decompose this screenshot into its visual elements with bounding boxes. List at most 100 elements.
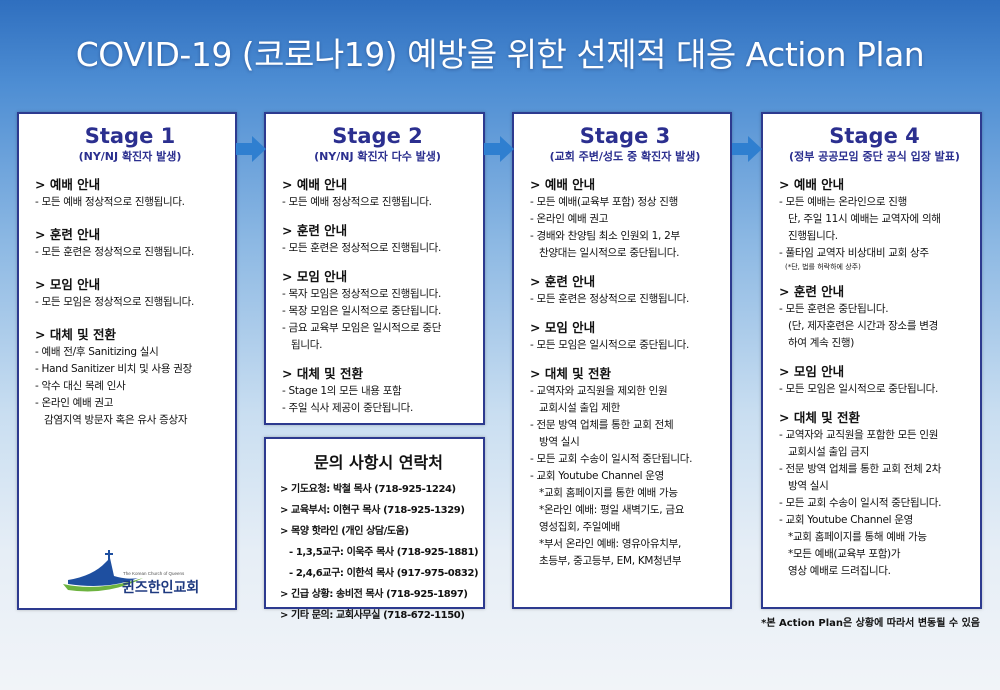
section-heading: > 모임 안내 xyxy=(35,277,101,292)
stage-section: > 훈련 안내 - 모든 훈련은 정상적으로 진행됩니다. xyxy=(530,273,720,308)
contact-line: > 교육부서: 이현구 목사 (718-925-1329) xyxy=(280,505,465,516)
stage-1-card: Stage 1 (NY/NJ 확진자 발생) > 예배 안내 - 모든 예배 정상적으… xyxy=(17,112,237,610)
stage-subtitle: (정부 공공모임 중단 공식 입장 발표) xyxy=(789,150,960,163)
stage-subtitle: (NY/NJ 확진자 다수 발생) xyxy=(314,150,441,163)
stage-section: > 예배 안내 - 모든 예배 정상적으로 진행됩니다. xyxy=(35,176,225,211)
section-line: *교회 홈페이지를 통해 예배 가능 xyxy=(788,531,927,543)
stage-2-card: Stage 2 (NY/NJ 확진자 다수 발생) > 예배 안내 - 모든 예배 정… xyxy=(264,112,485,425)
stage-title: Stage 1 xyxy=(84,124,176,148)
section-line: - 예배 전/후 Sanitizing 실시 xyxy=(35,346,159,358)
section-heading: > 예배 안내 xyxy=(779,177,845,192)
page-title: COVID-19 (코로나19) 예방을 위한 선제적 대응 Action Pl… xyxy=(75,35,925,74)
contact-line: - 1,3,5교구: 이욱주 목사 (718-925-1881) xyxy=(289,547,479,558)
church-logo-icon: The Korean Church of Queens 퀸즈한인교회 xyxy=(63,550,199,596)
section-heading: > 모임 안내 xyxy=(530,320,596,335)
section-line: 찬양대는 일시적으로 중단됩니다. xyxy=(539,247,680,259)
section-line: - 모든 예배 정상적으로 진행됩니다. xyxy=(35,196,185,208)
section-line: - 교역자와 교직원을 제외한 인원 xyxy=(530,385,668,397)
section-line: (단, 제자훈련은 시간과 장소를 변경 xyxy=(788,320,939,332)
section-heading: > 대체 및 전환 xyxy=(779,410,861,425)
section-line: - 모든 훈련은 정상적으로 진행됩니다. xyxy=(530,293,690,305)
section-heading: > 예배 안내 xyxy=(530,177,596,192)
section-line: - 온라인 예배 권고 xyxy=(35,397,114,409)
stage-section: > 모임 안내 - 모든 모임은 일시적으로 중단됩니다. xyxy=(779,363,970,398)
section-heading: > 훈련 안내 xyxy=(282,223,348,238)
stage-section: > 모임 안내 - 목자 모임은 정상적으로 진행됩니다. - 목장 모임은 일시적… xyxy=(282,268,473,354)
section-line: - 금요 교육부 모임은 일시적으로 중단 xyxy=(282,322,442,334)
section-line: 영상 예배로 드려집니다. xyxy=(788,565,891,577)
section-line: - 교역자와 교직원을 포함한 모든 인원 xyxy=(779,429,939,441)
arrow-right-icon xyxy=(484,136,514,162)
section-line: - 교회 Youtube Channel 운영 xyxy=(779,514,913,526)
svg-text:The Korean Church of Queens: The Korean Church of Queens xyxy=(123,571,185,576)
section-line: - 모든 예배(교육부 포함) 정상 진행 xyxy=(530,196,678,208)
section-line: - 목자 모임은 정상적으로 진행됩니다. xyxy=(282,288,442,300)
section-line: - 교회 Youtube Channel 운영 xyxy=(530,470,664,482)
stage-title: Stage 2 xyxy=(332,124,423,148)
section-line: - 풀타임 교역자 비상대비 교회 상주 xyxy=(779,247,929,259)
section-heading: > 예배 안내 xyxy=(282,177,348,192)
svg-text:퀸즈한인교회: 퀸즈한인교회 xyxy=(122,579,198,596)
section-line: 방역 실시 xyxy=(788,480,829,492)
section-heading: > 대체 및 전환 xyxy=(35,327,117,342)
section-line: - 주일 식사 제공이 중단됩니다. xyxy=(282,402,413,414)
section-line: 영성집회, 주일예배 xyxy=(539,521,620,533)
section-line: *교회 홈페이지를 통한 예배 가능 xyxy=(539,487,678,499)
section-heading: > 모임 안내 xyxy=(779,364,845,379)
stage-4-card: Stage 4 (정부 공공모임 중단 공식 입장 발표) > 예배 안내 - 모든 … xyxy=(761,112,982,609)
contact-title: 문의 사항시 연락처 xyxy=(314,453,443,472)
section-line: - 모든 모임은 정상적으로 진행됩니다. xyxy=(35,296,195,308)
stage-section: > 예배 안내 - 모든 예배 정상적으로 진행됩니다. xyxy=(282,176,473,211)
stage-subtitle: (NY/NJ 확진자 발생) xyxy=(78,150,182,163)
stage-section: > 모임 안내 - 모든 모임은 일시적으로 중단됩니다. xyxy=(530,319,720,354)
stage-3-card: Stage 3(교회 주변/성도 중 확진자 발생)> 예배 안내- 모든 예배… xyxy=(512,112,732,609)
contact-card: 문의 사항시 연락처 > 기도요청: 박철 목사 (718-925-1224)>… xyxy=(264,437,485,621)
section-line: 방역 실시 xyxy=(539,436,580,448)
contact-line: > 기타 문의: 교회사무실 (718-672-1150) xyxy=(280,610,465,621)
contact-line: > 목양 핫라인 (개인 상담/도움) xyxy=(280,526,409,537)
section-line: - 모든 모임은 일시적으로 중단됩니다. xyxy=(530,339,690,351)
stage-section: > 대체 및 전환 - 예배 전/후 Sanitizing 실시 - Hand Sa… xyxy=(35,326,225,429)
section-line: 감염지역 방문자 혹은 유사 증상자 xyxy=(44,414,188,426)
section-line: 진행됩니다. xyxy=(788,230,838,242)
section-line: - 모든 예배 정상적으로 진행됩니다. xyxy=(282,196,432,208)
section-line: - 모든 훈련은 중단됩니다. xyxy=(779,303,889,315)
section-heading: > 모임 안내 xyxy=(282,269,348,284)
section-line: - 모든 예배는 온라인으로 진행 xyxy=(779,196,907,208)
section-line: - 경배와 찬양팀 최소 인원외 1, 2부 xyxy=(530,230,680,242)
section-heading: > 훈련 안내 xyxy=(530,274,596,289)
section-line: 하여 계속 진행) xyxy=(788,337,855,349)
section-line: *부서 온라인 예배: 영유아유치부, xyxy=(539,538,682,550)
section-line: - 목장 모임은 일시적으로 중단됩니다. xyxy=(282,305,442,317)
section-note: (*단, 법를 허락하에 상주) xyxy=(785,263,861,271)
stage-section: > 대체 및 전환- Stage 1의 모든 내용 포함- 주일 식사 제공이 … xyxy=(282,365,473,417)
section-line: 교회시설 출입 금지 xyxy=(788,446,869,458)
stage-section: > 훈련 안내 - 모든 훈련은 정상적으로 진행됩니다. xyxy=(282,222,473,257)
section-line: - Stage 1의 모든 내용 포함 xyxy=(282,385,402,397)
section-line: 초등부, 중고등부, EM, KM청년부 xyxy=(539,555,682,567)
footnote: *본 Action Plan은 상황에 따라서 변동될 수 있음 xyxy=(761,618,980,629)
section-line: 교회시설 출입 제한 xyxy=(539,402,620,414)
section-line: - 모든 훈련은 정상적으로 진행됩니다. xyxy=(35,246,195,258)
section-line: - 모든 모임은 일시적으로 중단됩니다. xyxy=(779,383,939,395)
stage-section: > 예배 안내 - 모든 예배(교육부 포함) 정상 진행 - 온라인 예배 권고 -… xyxy=(530,176,720,262)
section-heading: > 훈련 안내 xyxy=(35,227,101,242)
section-line: - 전문 방역 업체를 통한 교회 전체 xyxy=(530,419,674,431)
arrow-right-icon xyxy=(732,136,762,162)
church-logo: The Korean Church of Queens 퀸즈한인교회 xyxy=(48,548,199,598)
section-line: - 악수 대신 목례 인사 xyxy=(35,380,126,392)
stage-title: Stage 4 xyxy=(829,124,920,148)
arrow-right-icon xyxy=(236,136,266,162)
section-heading: > 예배 안내 xyxy=(35,177,101,192)
section-heading: > 훈련 안내 xyxy=(779,284,845,299)
section-line: - 모든 훈련은 정상적으로 진행됩니다. xyxy=(282,242,442,254)
section-line: - Hand Sanitizer 비치 및 사용 권장 xyxy=(35,363,192,375)
section-line: *온라인 예배: 평일 새벽기도, 금요 xyxy=(539,504,685,516)
contact-line: > 긴급 상황: 송비전 목사 (718-925-1897) xyxy=(280,589,468,600)
section-line: *모든 예배(교육부 포함)가 xyxy=(788,548,901,560)
stage-section: > 훈련 안내 - 모든 훈련은 정상적으로 진행됩니다. xyxy=(35,226,225,261)
section-line: - 온라인 예배 권고 xyxy=(530,213,609,225)
